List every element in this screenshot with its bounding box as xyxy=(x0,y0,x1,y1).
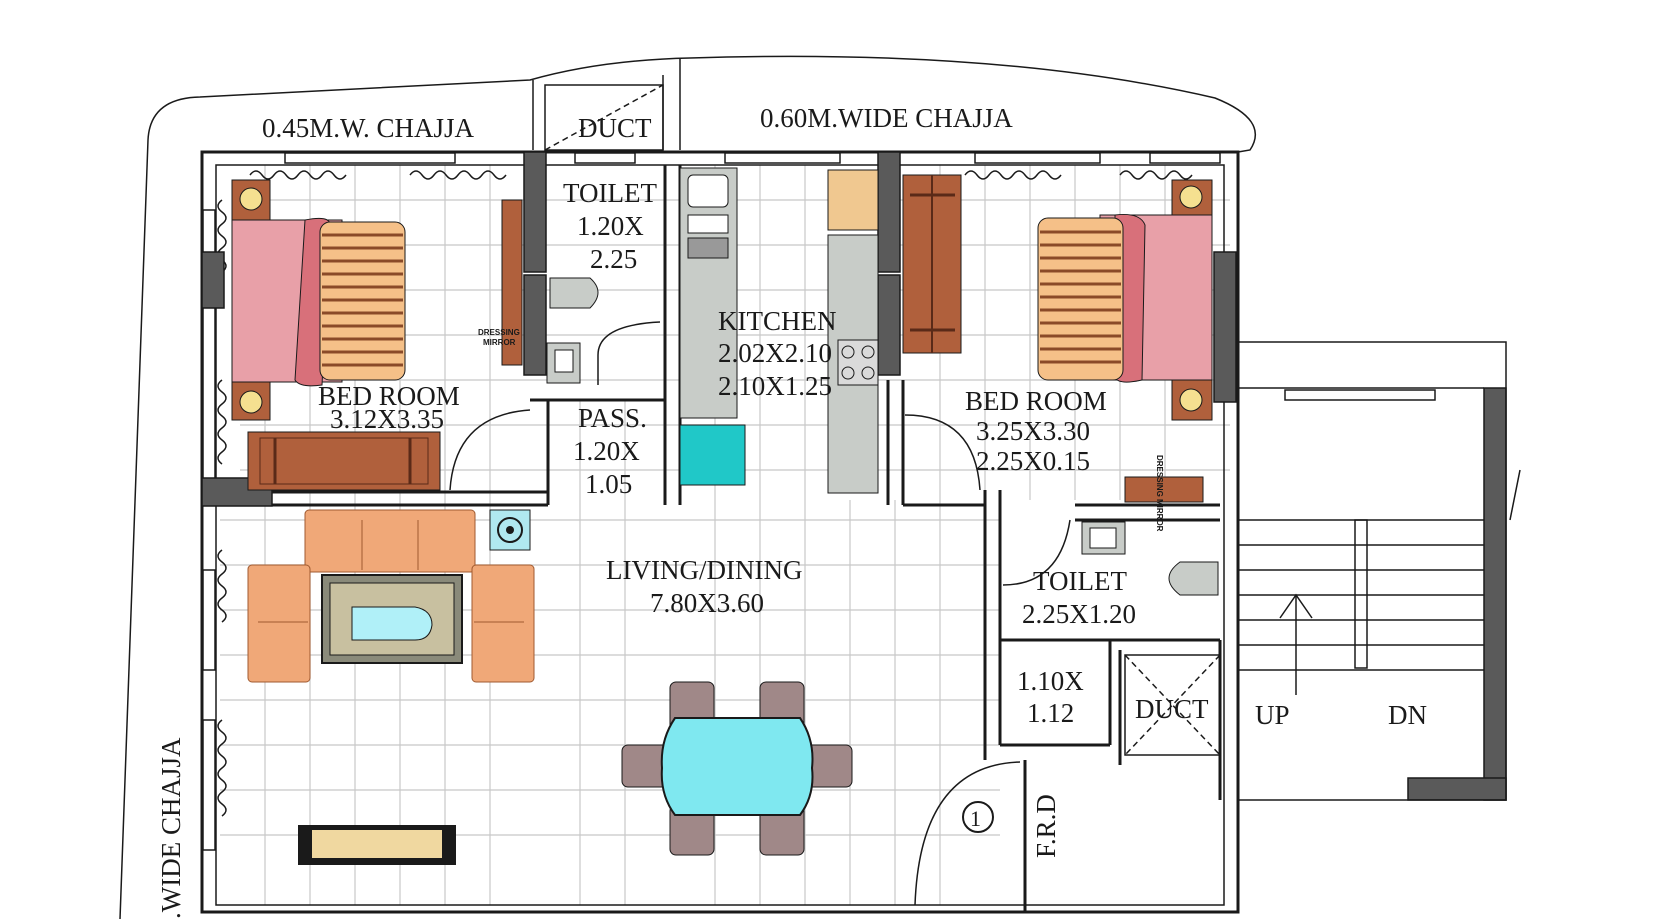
label-duct-bottom: DUCT xyxy=(1135,694,1209,724)
dining-set xyxy=(621,681,853,856)
toilet-left-fixtures xyxy=(546,277,599,384)
label-toilet-left-dim2: 2.25 xyxy=(590,244,637,274)
label-bedroom-left-dim: 3.12X3.35 xyxy=(330,404,444,434)
dressing-table-left xyxy=(501,199,523,366)
label-passage: PASS. xyxy=(578,403,647,433)
dressing-table-right xyxy=(1124,476,1204,503)
label-chajja-side: .WIDE CHAJJA xyxy=(156,737,186,919)
label-living-dining: LIVING/DINING xyxy=(606,555,802,585)
label-wash-dim1: 1.10X xyxy=(1017,666,1084,696)
label-living-dining-dim: 7.80X3.60 xyxy=(650,588,764,618)
sofa-set xyxy=(247,509,535,683)
door-swing-toilet-left xyxy=(597,321,661,385)
label-kitchen: KITCHEN xyxy=(718,306,836,336)
label-door-number: 1 xyxy=(970,806,981,831)
bed-left xyxy=(231,179,406,421)
speaker-icon xyxy=(489,509,531,551)
chajja-outline xyxy=(119,55,1256,919)
label-dressing-mirror-left-a: DRESSING xyxy=(478,328,520,337)
label-toilet-left: TOILET xyxy=(563,178,657,208)
label-passage-dim1: 1.20X xyxy=(573,436,640,466)
coffee-table xyxy=(321,574,463,664)
label-stair-dn: DN xyxy=(1388,700,1427,730)
label-frd: F.R.D xyxy=(1031,794,1061,858)
label-passage-dim2: 1.05 xyxy=(585,469,632,499)
toilet-right-fixtures xyxy=(1081,521,1219,596)
bed-right xyxy=(1037,179,1213,421)
duct-top-box xyxy=(544,84,664,151)
label-dressing-mirror-left-b: MIRROR xyxy=(483,338,516,347)
columns xyxy=(201,151,1507,801)
label-kitchen-dim2: 2.10X1.25 xyxy=(718,371,832,401)
label-bedroom-left: BED ROOM xyxy=(318,381,460,411)
door-swings xyxy=(449,409,1071,906)
label-kitchen-dim1: 2.02X2.10 xyxy=(718,338,832,368)
label-dressing-mirror-right: DRESSING MIRROR xyxy=(1155,455,1164,532)
label-toilet-left-dim1: 1.20X xyxy=(577,211,644,241)
label-toilet-right: TOILET xyxy=(1033,566,1127,596)
door-number-marker xyxy=(962,801,994,833)
staircase xyxy=(1237,341,1521,801)
wardrobe-left xyxy=(247,431,441,491)
label-toilet-right-dim: 2.25X1.20 xyxy=(1022,599,1136,629)
curtains xyxy=(217,170,1193,817)
tv-unit xyxy=(298,825,456,865)
label-bedroom-right-dim2: 2.25X0.15 xyxy=(976,446,1090,476)
wardrobe-right xyxy=(902,174,962,354)
kitchen-counters xyxy=(679,167,879,494)
label-chajja-left: 0.45M.W. CHAJJA xyxy=(262,113,475,143)
label-stair-up: UP xyxy=(1255,700,1290,730)
label-bedroom-right: BED ROOM xyxy=(965,386,1107,416)
label-wash-dim2: 1.12 xyxy=(1027,698,1074,728)
label-chajja-top: 0.60M.WIDE CHAJJA xyxy=(760,103,1013,133)
duct-bottom-box xyxy=(1124,654,1221,756)
label-duct-top: DUCT xyxy=(578,113,652,143)
label-bedroom-right-dim1: 3.25X3.30 xyxy=(976,416,1090,446)
